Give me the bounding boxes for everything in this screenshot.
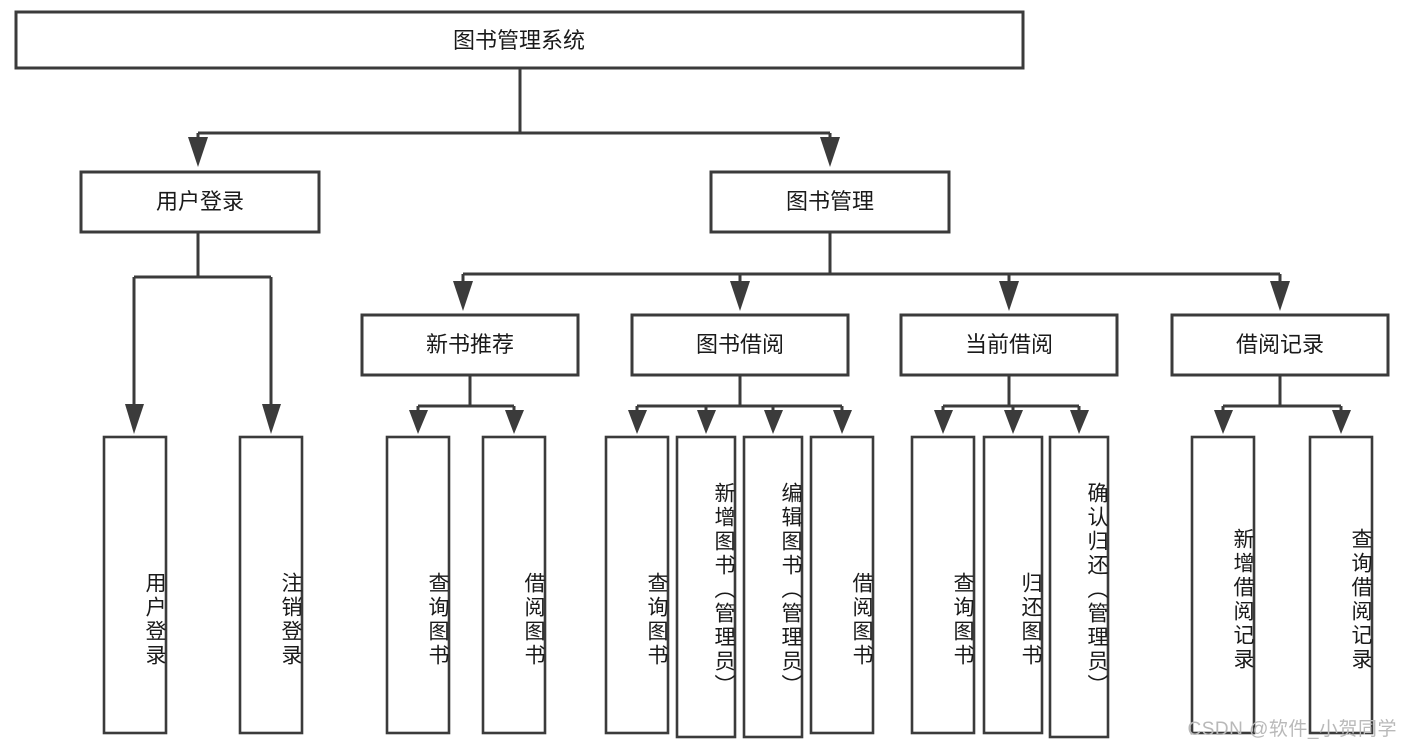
csdn-watermark: CSDN @软件_小贺同学: [1187, 719, 1397, 740]
node-current-borrow[interactable]: 当前借阅: [899, 313, 1119, 377]
leaf-box-add-record[interactable]: [1190, 435, 1256, 735]
arrow-bookmgmt-to-borrow: [730, 281, 750, 311]
arrow-userlogin-leaf-1: [125, 404, 144, 434]
arrow-bookmgmt-to-newbooks: [453, 281, 473, 311]
leaf-box-query-book-b[interactable]: [604, 435, 670, 735]
connector-layer: [125, 68, 1351, 434]
leaf-box-query-book-a[interactable]: [385, 435, 451, 735]
leaf-box-return-book[interactable]: [982, 435, 1044, 735]
new-book-recommend-box[interactable]: [360, 313, 580, 377]
arrow-current-leaf-2: [1004, 410, 1023, 434]
leaf-box-logout[interactable]: [238, 435, 304, 735]
node-book-borrow[interactable]: 图书借阅: [630, 313, 850, 377]
leaf-box-query-record[interactable]: [1308, 435, 1374, 735]
node-borrow-records[interactable]: 借阅记录: [1170, 313, 1390, 377]
arrow-records-leaf-1: [1214, 410, 1233, 434]
leaf-box-query-book-c[interactable]: [910, 435, 976, 735]
borrow-records-box[interactable]: [1170, 313, 1390, 377]
arrow-newbooks-leaf-2: [505, 410, 524, 434]
book-management-box[interactable]: [709, 170, 951, 234]
arrow-borrow-leaf-1: [628, 410, 647, 434]
arrow-current-leaf-3: [1070, 410, 1089, 434]
book-borrow-label: 图书借阅: [696, 332, 784, 357]
arrow-root-to-book-mgmt: [820, 137, 840, 167]
leaf-box-add-book-admin[interactable]: [675, 435, 737, 739]
arrow-userlogin-leaf-2: [262, 404, 281, 434]
node-new-book-recommend[interactable]: 新书推荐: [360, 313, 580, 377]
root-label: 图书管理系统: [453, 28, 585, 53]
arrow-current-leaf-1: [934, 410, 953, 434]
leaf-box-borrow-book-b[interactable]: [809, 435, 875, 735]
arrow-bookmgmt-to-current: [999, 281, 1019, 311]
leaf-box-borrow-book-a[interactable]: [481, 435, 547, 735]
book-management-label: 图书管理: [786, 189, 874, 214]
user-login-box[interactable]: [79, 170, 321, 234]
arrow-borrow-leaf-4: [833, 410, 852, 434]
current-borrow-box[interactable]: [899, 313, 1119, 377]
arrow-root-to-user-login: [188, 137, 208, 167]
new-book-recommend-label: 新书推荐: [426, 332, 514, 357]
user-login-label: 用户登录: [156, 189, 244, 214]
root-box[interactable]: [14, 10, 1025, 70]
leaf-box-user-login[interactable]: [102, 435, 168, 735]
arrow-newbooks-leaf-1: [409, 410, 428, 434]
leaf-layer: [102, 435, 1374, 739]
arrow-records-leaf-2: [1332, 410, 1351, 434]
node-user-login[interactable]: 用户登录: [79, 170, 321, 234]
arrow-borrow-leaf-3: [764, 410, 783, 434]
leaf-box-confirm-return[interactable]: [1048, 435, 1110, 739]
node-book-management[interactable]: 图书管理: [709, 170, 951, 234]
arrow-bookmgmt-to-records: [1270, 281, 1290, 311]
book-borrow-box[interactable]: [630, 313, 850, 377]
borrow-records-label: 借阅记录: [1236, 332, 1324, 357]
leaf-box-edit-book-admin[interactable]: [742, 435, 804, 739]
node-root-system[interactable]: 图书管理系统: [14, 10, 1025, 70]
current-borrow-label: 当前借阅: [965, 332, 1053, 357]
arrow-borrow-leaf-2: [697, 410, 716, 434]
